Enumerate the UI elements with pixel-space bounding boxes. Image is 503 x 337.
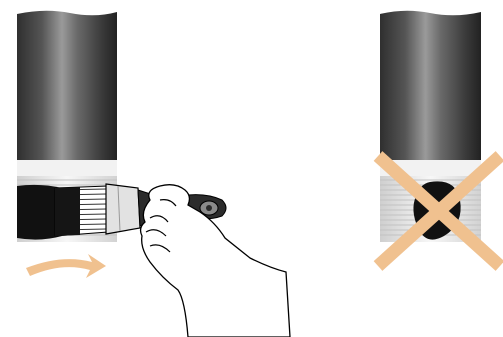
incorrect-application-panel bbox=[360, 0, 503, 337]
applied-paint bbox=[17, 184, 62, 240]
correct-application-panel bbox=[17, 10, 291, 337]
hand bbox=[139, 184, 291, 337]
pipe bbox=[380, 10, 481, 161]
pipe bbox=[17, 10, 117, 161]
cross-mark-icon bbox=[373, 151, 503, 271]
incorrect-application-illustration bbox=[373, 10, 503, 271]
rotation-arrow bbox=[26, 254, 106, 278]
correct-application-illustration bbox=[17, 10, 291, 337]
